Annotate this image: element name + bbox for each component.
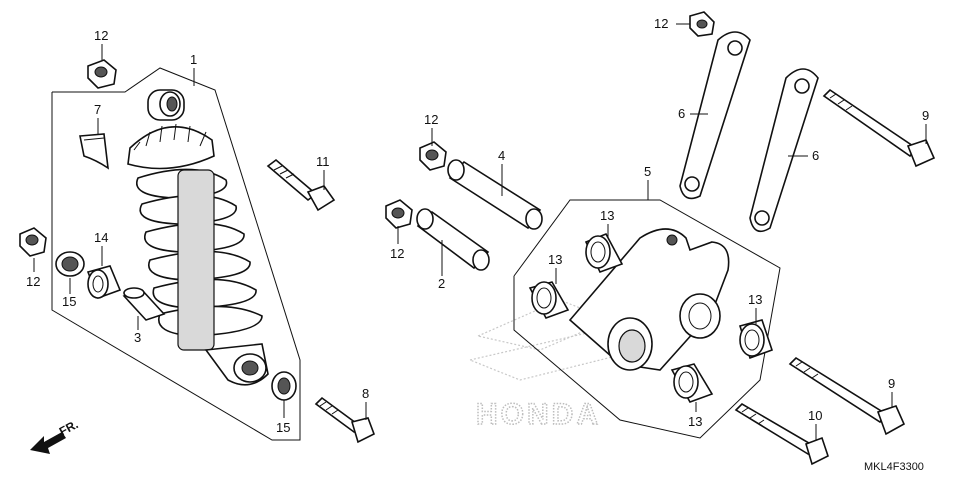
callout-14: 14 (94, 230, 108, 245)
callout-6: 6 (812, 148, 819, 163)
callout-10: 10 (808, 408, 822, 423)
shock-absorber[interactable] (127, 89, 269, 386)
nut-12-left[interactable] (19, 227, 47, 257)
callout-3: 3 (134, 330, 141, 345)
callout-12: 12 (94, 28, 108, 43)
needle-bearing-13-left[interactable] (528, 281, 570, 319)
callout-12: 12 (424, 112, 438, 127)
watermark-text: HONDA (476, 398, 601, 431)
bolt-9-top[interactable] (822, 88, 936, 168)
callout-13: 13 (748, 292, 762, 307)
front-arrow-icon (30, 432, 66, 454)
callout-labels: 12 1 7 11 14 12 15 3 8 15 12 4 12 2 12 6… (26, 16, 929, 435)
callout-12: 12 (654, 16, 668, 31)
callout-13: 13 (548, 252, 562, 267)
callout-15: 15 (276, 420, 290, 435)
dust-seal-15[interactable] (55, 251, 85, 277)
needle-bearing-13-right[interactable] (738, 319, 774, 360)
nut-12-middle-bottom[interactable] (385, 199, 413, 229)
needle-bearing-13-top[interactable] (584, 232, 624, 274)
cushion-arm-5[interactable] (568, 228, 730, 371)
callout-13: 13 (600, 208, 614, 223)
cushion-link-6-left[interactable] (679, 31, 751, 200)
diagram-code: MKL4F3300 (864, 461, 924, 473)
callout-9: 9 (922, 108, 929, 123)
bolt-10[interactable] (734, 402, 829, 466)
needle-bearing-14[interactable] (86, 265, 122, 300)
callout-4: 4 (498, 148, 505, 163)
shock-group-outline (51, 67, 301, 441)
dust-seal-15-bottom[interactable] (271, 371, 297, 401)
callout-12: 12 (390, 246, 404, 261)
callout-1: 1 (190, 52, 197, 67)
callout-5: 5 (644, 164, 651, 179)
nut-12-top[interactable] (87, 59, 117, 89)
honda-watermark: HONDA (467, 299, 642, 432)
caution-label[interactable] (79, 133, 109, 170)
nut-12-middle-top[interactable] (419, 141, 447, 171)
callout-12: 12 (26, 274, 40, 289)
callout-8: 8 (362, 386, 369, 401)
front-direction-indicator: FR. (30, 417, 80, 454)
nut-12-right-top[interactable] (689, 11, 715, 37)
needle-bearing-13-bottom[interactable] (670, 363, 714, 403)
bolt-9-bottom[interactable] (788, 356, 906, 436)
callout-15: 15 (62, 294, 76, 309)
collar-4[interactable] (447, 159, 543, 230)
cushion-link-6-right[interactable] (749, 68, 819, 233)
callout-13: 13 (688, 414, 702, 429)
callout-2: 2 (438, 276, 445, 291)
callout-6: 6 (678, 106, 685, 121)
collar-3[interactable] (122, 287, 166, 321)
callout-7: 7 (94, 102, 101, 117)
collar-2[interactable] (416, 208, 490, 271)
bolt-8[interactable] (314, 396, 376, 444)
bolt-11[interactable] (266, 158, 336, 212)
cushion-arm-outline (513, 199, 781, 439)
callout-9: 9 (888, 376, 895, 391)
leader-lines (33, 23, 927, 440)
callout-11: 11 (316, 154, 330, 169)
